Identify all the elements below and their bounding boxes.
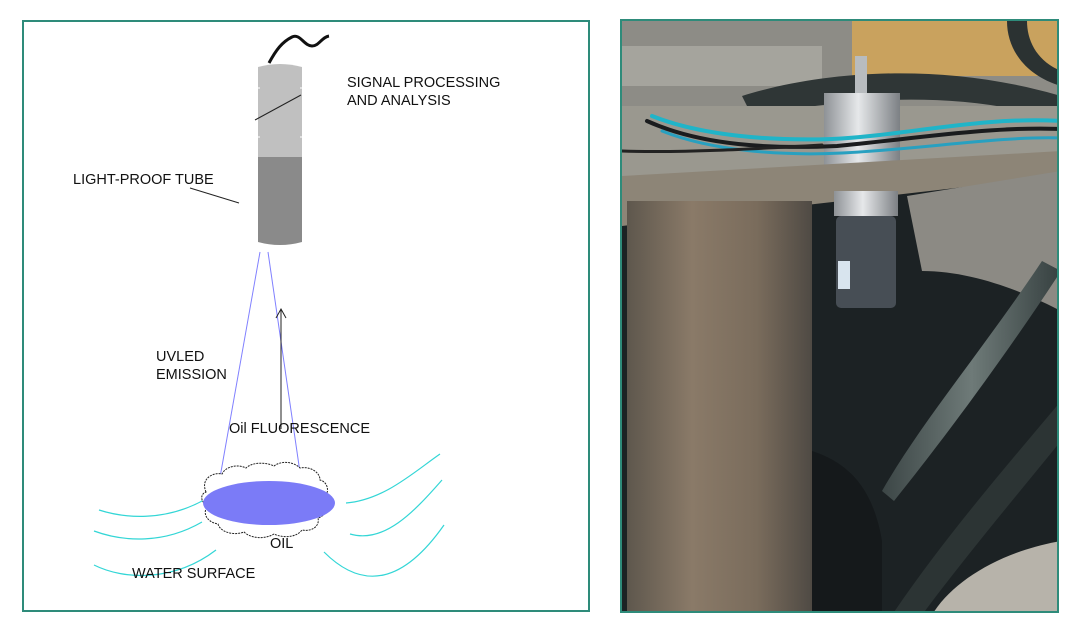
concrete-block bbox=[622, 46, 822, 86]
label-uvled-line1: UVLED bbox=[156, 349, 205, 365]
uv-beam-right-edge bbox=[267, 251, 305, 501]
rusty-concrete-pipe bbox=[627, 201, 812, 611]
corrugated-hose-2 bbox=[894, 405, 1057, 611]
label-light-proof-tube: LIGHT-PROOF TUBE bbox=[73, 172, 214, 188]
dark-water bbox=[812, 451, 882, 611]
oil-fluorescence-spot bbox=[203, 481, 335, 525]
label-signal-processing: SIGNAL PROCESSING AND ANALYSIS bbox=[347, 74, 500, 110]
label-uvled-emission: UVLED EMISSION bbox=[156, 348, 227, 384]
uv-beam-left-edge bbox=[215, 251, 261, 501]
broken-concrete-slab bbox=[907, 171, 1057, 309]
schematic-diagram-panel: SIGNAL PROCESSING AND ANALYSIS LIGHT-PRO… bbox=[22, 20, 590, 612]
label-oil: OIL bbox=[270, 536, 294, 552]
label-water-surface: WATER SURFACE bbox=[132, 566, 256, 582]
concrete-debris bbox=[934, 541, 1057, 611]
label-uvled-line2: EMISSION bbox=[156, 367, 227, 383]
photo-illustration bbox=[622, 21, 1057, 611]
sensor-cable bbox=[267, 34, 330, 64]
black-hose-corner bbox=[1007, 21, 1057, 85]
schematic-drawing bbox=[93, 34, 445, 577]
field-installation-photo bbox=[620, 19, 1059, 613]
sensor-optical-head bbox=[836, 216, 896, 308]
signal-processing-unit bbox=[258, 64, 302, 157]
corrugated-hose-1 bbox=[882, 261, 1057, 501]
light-proof-tube bbox=[258, 157, 302, 245]
fluorescence-arrow-head bbox=[275, 307, 287, 319]
label-signal-processing-line2: AND ANALYSIS bbox=[347, 93, 451, 109]
sensor-steel-ring bbox=[834, 191, 898, 216]
signal-processing-leader bbox=[254, 94, 302, 121]
light-proof-tube-leader bbox=[189, 187, 240, 204]
cable-bundle bbox=[622, 114, 1057, 156]
label-signal-processing-line1: SIGNAL PROCESSING bbox=[347, 75, 501, 91]
sensor-cable-gland bbox=[855, 56, 867, 101]
sensor-label-sticker bbox=[838, 261, 850, 289]
water-surface-waves bbox=[93, 453, 445, 577]
label-oil-fluorescence: Oil FLUORESCENCE bbox=[229, 421, 370, 437]
